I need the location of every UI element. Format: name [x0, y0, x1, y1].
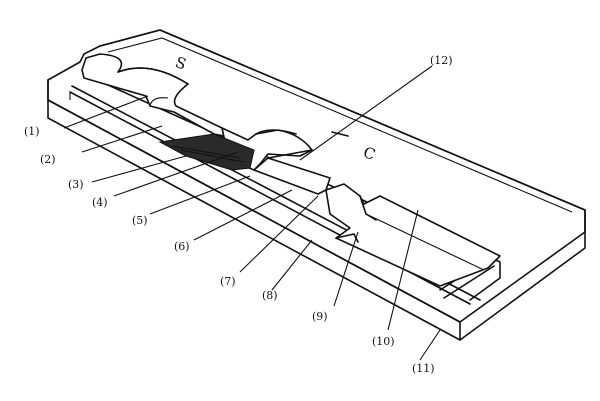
callout-10: (10)	[372, 335, 395, 348]
callout-6: (6)	[174, 240, 190, 253]
callout-9: (9)	[312, 310, 328, 323]
leader-lines	[63, 65, 441, 361]
result-window	[325, 183, 501, 287]
control-line-mark	[331, 131, 349, 137]
membrane-strip	[253, 149, 331, 195]
callout-11: (11)	[412, 362, 435, 375]
callout-4: (4)	[92, 196, 108, 209]
callout-labels: (1) (2) (3) (4) (5) (6) (7) (8) (9) (10)…	[24, 54, 453, 375]
callout-3: (3)	[68, 178, 84, 191]
callout-8: (8)	[262, 289, 278, 302]
callout-5: (5)	[132, 214, 148, 227]
callout-12: (12)	[430, 54, 453, 67]
callout-1: (1)	[24, 125, 40, 138]
callout-7: (7)	[220, 275, 236, 288]
callout-2: (2)	[40, 153, 56, 166]
conjugate-pad	[158, 133, 255, 171]
